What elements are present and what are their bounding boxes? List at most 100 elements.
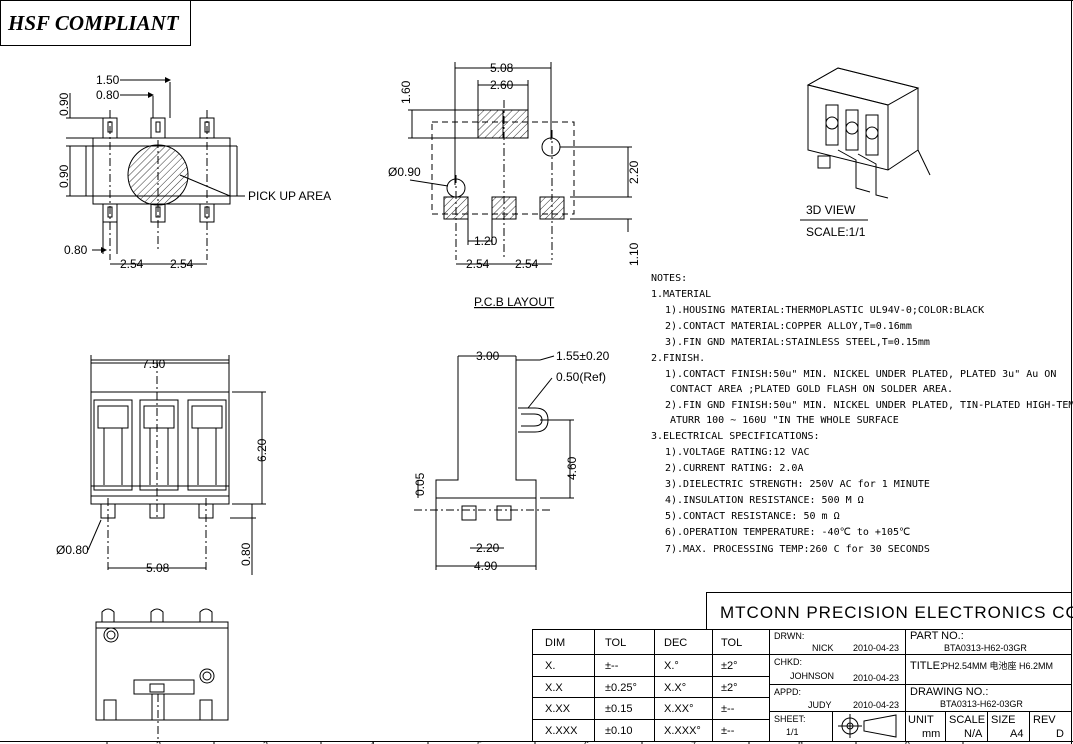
tol-cell: ±0.15 [605,703,632,715]
front-dim-dia: Ø0.80 [56,543,89,557]
ruler-mark: 2 [156,740,161,744]
unit-label: UNIT [908,714,934,726]
tol-cell: X.X° [664,682,686,694]
ruler-mark: 5 [477,740,482,744]
dim-0-90-a: 0.90 [57,92,71,116]
tol-header: TOL [605,637,626,649]
side-dim-0-05: 0.05 [413,472,427,496]
tol-cell: ±2° [721,682,738,694]
note-line: 1).CONTACT FINISH:50u" MIN. NICKEL UNDER… [665,369,1056,380]
pcb-dim-2-54-b: 2.54 [515,257,539,271]
note-line: 2).FIN GND FINISH:50u" MIN. NICKEL UNDER… [665,400,1073,411]
ruler-mark: 7 [691,740,696,744]
approvals: DRWN: NICK 2010-04-23 CHKD: JOHNSON 2010… [774,631,899,737]
hsf-title: HSF COMPLIANT [7,11,180,35]
note-line: 1).VOLTAGE RATING:12 VAC [665,447,810,458]
drawing-value: BTA0313-H62-03GR [940,699,1023,709]
pcb-dim-1-10: 1.10 [627,242,641,266]
pickup-label: PICK UP AREA [248,189,331,203]
pcb-dim-1-20: 1.20 [474,234,498,248]
appd-name: JUDY [808,700,832,710]
dim-0-80-left: 0.80 [64,243,88,257]
side-dim-3-00: 3.00 [476,349,500,363]
front-dim-7-50: 7.50 [142,357,166,371]
tol-cell: ±0.10 [605,725,632,737]
bottom-view [95,608,229,742]
company-name: MTCONN PRECISION ELECTRONICS CO.,LTD [720,603,1073,622]
dim-2-54-a: 2.54 [120,257,144,271]
drawing-label: DRAWING NO.: [910,686,988,698]
dim-0-90-b: 0.90 [57,164,71,188]
note-line: 3.ELECTRICAL SPECIFICATIONS: [651,431,820,442]
side-dim-4-60: 4.60 [565,456,579,480]
ruler-mark: 8 [798,740,803,744]
scale-label: SCALE [949,714,985,726]
part-info: PART NO.: BTA0313-H62-03GR TITLE: PH2.54… [908,630,1064,740]
rev-label: REV [1033,714,1056,726]
tol-cell: X.X [545,682,563,694]
ruler-mark: 6 [584,740,589,744]
part-value: BTA0313-H62-03GR [944,643,1027,653]
sheet-value: 1/1 [786,727,799,737]
note-line: 2.FINISH. [651,353,705,364]
ruler-mark: 9 [905,740,910,744]
tol-cell: ±-- [721,725,735,737]
tol-cell: X.XX° [664,703,693,715]
chkd-name: JOHNSON [790,671,834,681]
side-dim-1-55: 1.55±0.20 [556,349,610,363]
rev-value: D [1056,728,1064,740]
notes-heading: NOTES: [651,273,687,284]
tol-cell: ±-- [721,703,735,715]
title-block-lines [532,592,1072,742]
tol-header: DEC [664,637,687,649]
tol-cell: X.XX [545,703,571,715]
tol-cell: X. [545,660,555,672]
front-dim-0-80: 0.80 [239,542,253,566]
side-dim-2-20: 2.20 [476,541,500,555]
front-view [87,355,266,575]
dim-1-50: 1.50 [96,73,120,87]
side-dim-0-50: 0.50(Ref) [556,370,606,384]
note-line: 5).CONTACT RESISTANCE: 50 m Ω [665,511,840,522]
unit-value: mm [922,728,940,740]
front-dim-6-20: 6.20 [255,438,269,462]
note-line: 6).OPERATION TEMPERATURE: -40℃ to +105℃ [665,527,910,538]
chkd-date: 2010-04-23 [853,673,899,683]
title-label: TITLE: [910,660,943,672]
view3d-caption: 3D VIEW [806,203,856,217]
note-line: ATURR 100 ~ 160U "IN THE WHOLE SURFACE [670,415,899,426]
ruler-mark: 4 [370,740,375,744]
notes: NOTES: 1.MATERIAL 1).HOUSING MATERIAL:TH… [651,273,1073,555]
view3d-scale: SCALE:1/1 [806,225,866,239]
pcb-dim-2-60: 2.60 [490,78,514,92]
title-value: PH2.54MM 电池座 H6.2MM [942,660,1053,671]
note-line: 1).HOUSING MATERIAL:THERMOPLASTIC UL94V-… [665,305,984,316]
drwn-name: NICK [812,643,834,653]
pcb-layout [408,62,632,265]
dim-0-80-top: 0.80 [96,88,120,102]
note-line: 2).CURRENT RATING: 2.0A [665,463,803,474]
pcb-dim-1-60: 1.60 [399,80,413,104]
tol-header: DIM [545,637,565,649]
sheet-label: SHEET: [774,714,806,724]
chkd-label: CHKD: [774,657,802,667]
note-line: 2).CONTACT MATERIAL:COPPER ALLOY,T=0.16m… [665,321,912,332]
pcb-caption: P.C.B LAYOUT [474,295,555,309]
projection-symbol-icon [838,714,897,738]
tol-cell: X.° [664,660,679,672]
iso-3d-view [806,67,931,199]
note-line: 3).DIELECTRIC STRENGTH: 250V AC for 1 MI… [665,479,930,490]
note-line: 4).INSULATION RESISTANCE: 500 M Ω [665,495,864,506]
side-view [414,355,574,570]
front-dim-5-08: 5.08 [146,561,170,575]
appd-date: 2010-04-23 [853,700,899,710]
tol-cell: X.XXX° [664,725,701,737]
drwn-date: 2010-04-23 [853,643,899,653]
tol-cell: ±0.25° [605,682,637,694]
size-label: SIZE [991,714,1015,726]
note-line: 7).MAX. PROCESSING TEMP:260 C for 30 SEC… [665,544,930,555]
dim-2-54-b: 2.54 [170,257,194,271]
tol-cell: X.XXX [545,725,578,737]
ruler-mark: 3 [263,740,268,744]
